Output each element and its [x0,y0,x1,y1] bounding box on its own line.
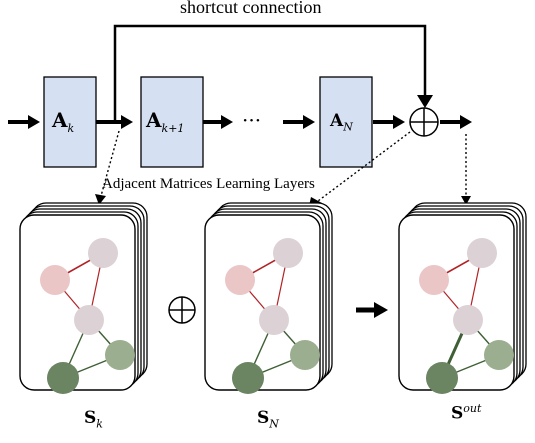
block-a-n-sub: N [343,120,353,134]
graph-node [105,340,135,370]
panel-s-out-label: Sout [451,402,481,424]
shortcut-connection-line [113,24,427,122]
pipeline-arrows [8,115,472,129]
panel-s-n-sub: N [269,417,279,431]
graph-node [484,340,514,370]
graph-node [232,362,264,394]
block-a-k-plus-1-sub: k+1 [161,122,185,135]
sum-operator-icon [409,107,439,137]
block-a-k-sub: k [67,122,75,135]
graph-node [225,265,255,295]
block-a-k-plus-1-label: Ak+1 [146,108,184,135]
graph-node [47,362,79,394]
shortcut-connection-label: shortcut connection [180,0,322,17]
shortcut-arrow-head [417,95,433,108]
block-a-k-plus-1 [140,76,204,168]
graph-node [259,305,289,335]
panel-s-k [19,202,148,394]
block-a-n [319,76,373,168]
panel-s-n-base: S [257,408,270,428]
block-a-k-base: A [52,108,68,132]
panel-s-out-base: S [451,403,464,424]
panel-output-arrow [356,302,388,318]
ellipsis-text: ··· [242,108,262,132]
graph-node [88,238,118,268]
graph-node [426,362,458,394]
panel-s-k-label: Sk [84,408,103,430]
block-a-k [43,76,97,168]
panel-s-out [398,202,527,394]
layers-caption: Adjacent Matrices Learning Layers [102,176,315,192]
panel-sum-operator-icon [168,296,196,324]
dotted-pointers [100,130,467,202]
panel-s-out-sup: out [463,402,482,415]
graph-node [419,265,449,295]
block-a-n-label: AN [330,111,353,133]
graph-node [74,305,104,335]
graph-panels [19,202,527,394]
graph-node [273,238,303,268]
panel-s-n [204,202,333,394]
panel-s-n-label: SN [257,408,279,430]
block-a-k-plus-1-base: A [146,108,162,132]
block-a-n-base: A [330,111,344,131]
graph-node [467,238,497,268]
panel-s-k-base: S [84,408,97,428]
graph-node [290,340,320,370]
graph-node [453,305,483,335]
block-a-k-label: Ak [52,108,74,135]
graph-node [40,265,70,295]
panel-s-k-sub: k [96,417,103,431]
